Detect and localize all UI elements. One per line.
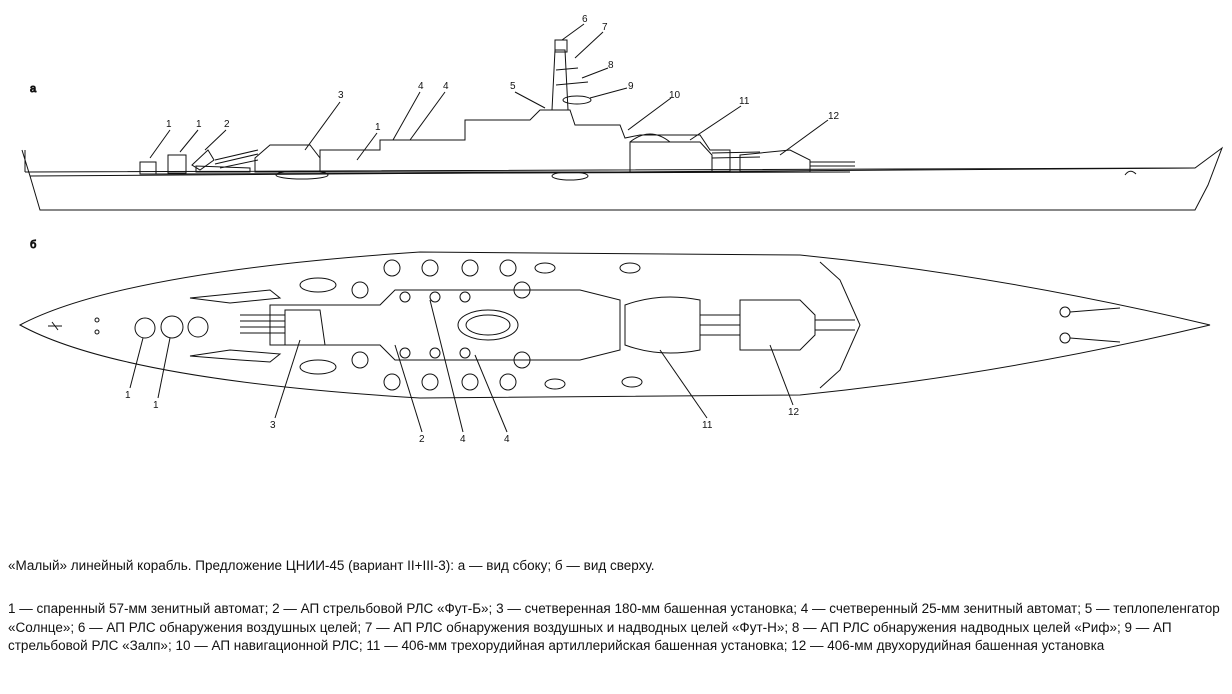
top-callout-4: 4 [460,434,466,445]
top-callouts: 1 1 3 2 4 4 11 12 [125,390,800,445]
side-hull [21,146,1224,211]
top-turret-3 [284,309,326,346]
side-callout-1b: 1 [196,119,202,130]
top-callout-1b: 1 [153,400,159,411]
side-callout-10: 10 [669,90,681,101]
side-director-2 [191,149,215,171]
side-callout-4: 4 [418,81,424,92]
top-callout-4b: 4 [504,434,510,445]
side-callout-9: 9 [628,81,634,92]
top-superstructure [269,289,621,361]
side-callout-3: 3 [338,90,344,101]
side-aa-mount-1a [139,161,157,175]
top-turret-12 [739,299,816,351]
side-callout-12: 12 [828,111,840,122]
side-callout-5: 5 [510,81,516,92]
side-superstructure [319,109,731,173]
top-view: б [18,239,1211,433]
side-callout-7: 7 [602,22,608,33]
side-callout-1: 1 [166,119,172,130]
side-callout-6: 6 [582,14,588,25]
top-callout-12: 12 [788,407,800,418]
side-callout-8: 8 [608,60,614,71]
top-callout-2: 2 [419,434,425,445]
side-mast [551,49,569,111]
side-view: а [21,23,1224,211]
side-callout-4b: 4 [443,81,449,92]
top-callout-1: 1 [125,390,131,401]
side-turret-11 [629,141,713,173]
side-turret-12 [739,149,811,173]
top-view-label: б [30,239,36,251]
top-callout-3: 3 [270,420,276,431]
top-mount-1b [160,315,184,339]
side-callout-11: 11 [739,96,750,107]
top-radar-9 [457,309,519,341]
top-hull [18,251,1211,399]
side-view-label: а [30,83,37,95]
ship-drawing: а [18,14,1224,445]
side-turret-3 [254,144,321,173]
side-callout-1c: 1 [375,122,381,133]
side-radar-6 [554,39,568,53]
top-turret-11 [624,296,701,354]
side-dome [629,133,671,143]
side-callout-2: 2 [224,119,230,130]
figure-caption: «Малый» линейный корабль. Предложение ЦН… [8,558,655,573]
side-aa-mount-1b [167,154,187,174]
top-callout-11: 11 [702,420,713,431]
top-mount-1a [134,317,156,339]
side-callouts: 1 1 2 3 1 4 4 5 6 7 8 9 10 11 12 [166,14,840,133]
figure-legend: 1 — спаренный 57-мм зенитный автомат; 2 … [8,601,1220,653]
